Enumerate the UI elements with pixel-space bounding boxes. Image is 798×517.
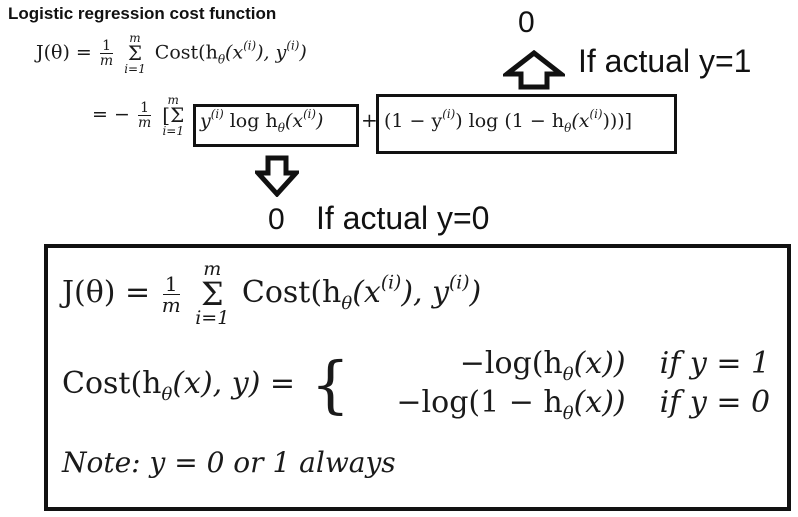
term-1-box — [193, 104, 359, 147]
top-formula-line-1: J(θ) = 1 m m Σ i=1 Cost(hθ(x(i)), y(i)) — [36, 31, 307, 76]
annotation-y1-label: If actual y=1 — [578, 43, 752, 79]
summary-cost-formula: Cost(hθ(x), y) = { −log(hθ(x)) if y = 1 … — [62, 346, 771, 424]
term-2-box — [376, 94, 677, 154]
top-formula-line-2: = − 1 m m [Σ i=1 — [92, 93, 185, 138]
summary-note: Note: y = 0 or 1 always — [62, 446, 396, 479]
term-1-text: y(i) log hθ(x(i)) — [200, 107, 324, 135]
down-arrow-icon — [255, 155, 299, 197]
summary-j-formula: J(θ) = 1 m m Σ i=1 Cost(hθ(x(i)), y(i)) — [62, 258, 482, 330]
term-2-text: (1 − y(i)) log (1 − hθ(x(i))))] — [384, 107, 633, 135]
page-title: Logistic regression cost function — [8, 4, 277, 23]
case-row-y1: −log(hθ(x)) if y = 1 — [459, 346, 771, 385]
annotation-y0-label: If actual y=0 — [316, 200, 490, 236]
annotation-y1-zero: 0 — [518, 6, 535, 39]
plus-sign: + — [361, 108, 378, 132]
annotation-y0-zero: 0 — [268, 203, 285, 236]
case-row-y0: −log(1 − hθ(x)) if y = 0 — [396, 385, 771, 424]
summary-box: J(θ) = 1 m m Σ i=1 Cost(hθ(x(i)), y(i)) … — [44, 244, 791, 511]
up-arrow-icon — [503, 50, 565, 90]
